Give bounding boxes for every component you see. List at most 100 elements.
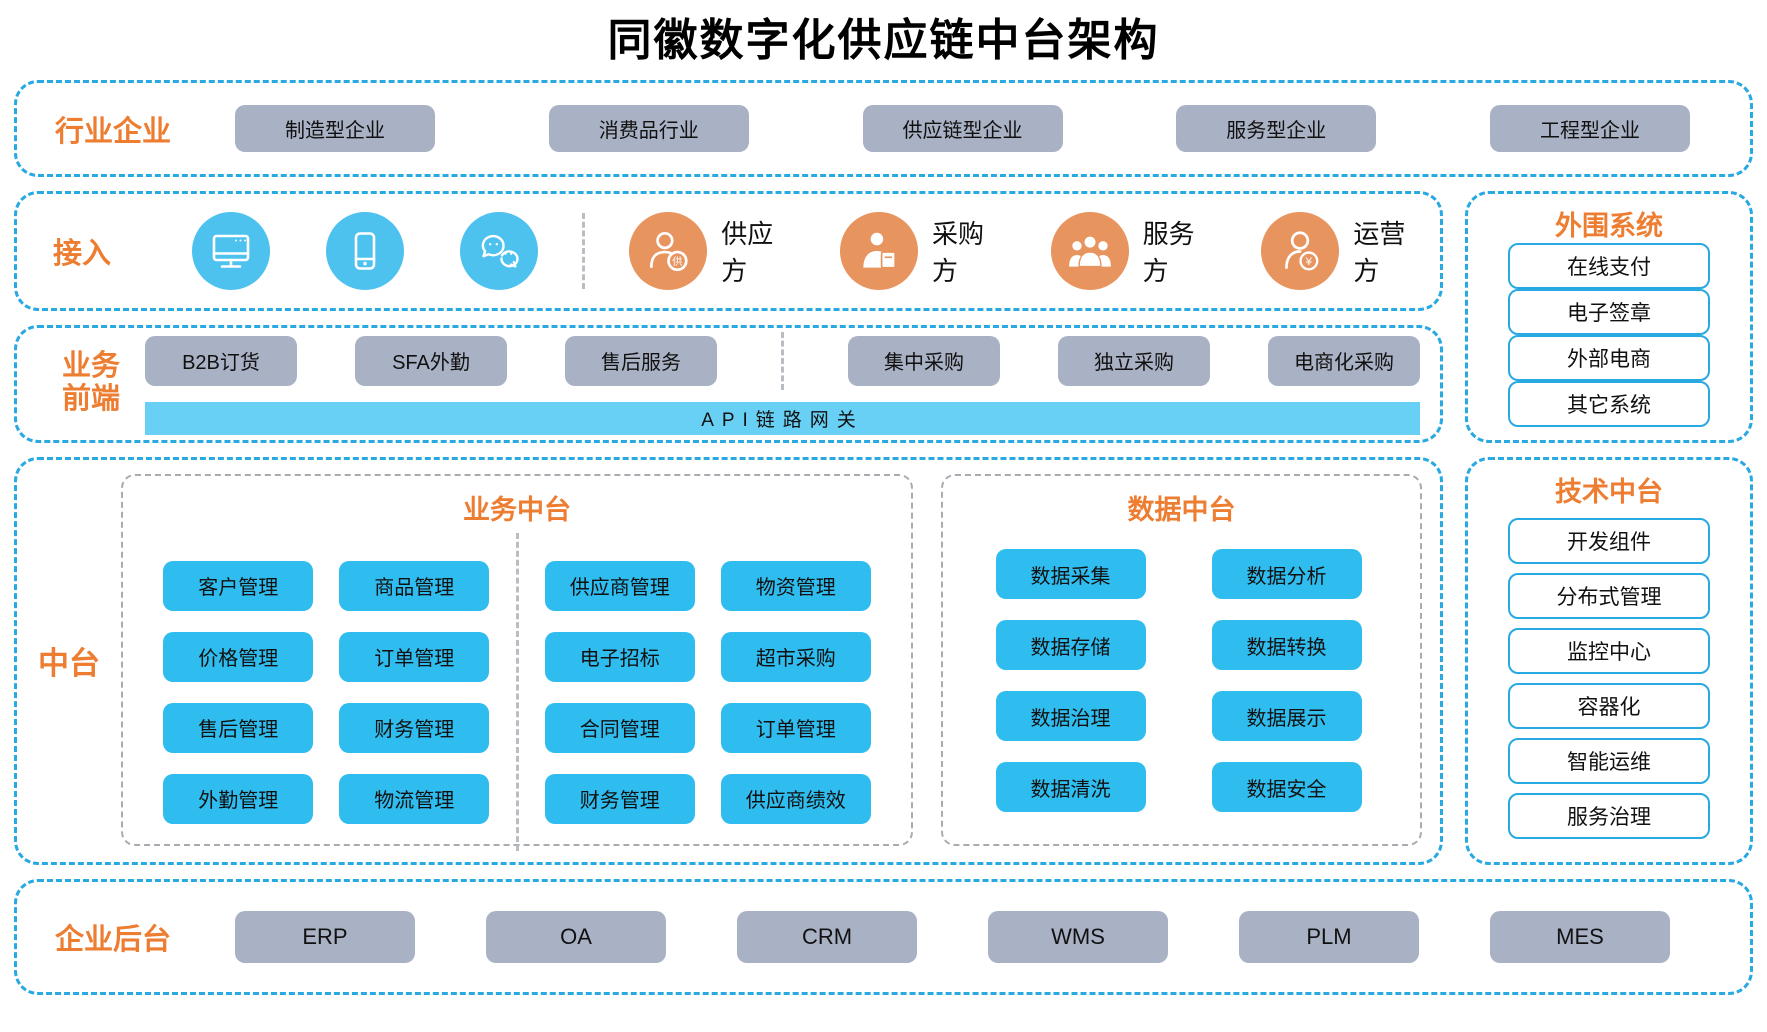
smartphone-icon: [341, 227, 389, 275]
biz-item-order-mgmt: 订单管理: [339, 631, 490, 682]
biz-item-product-mgmt: 商品管理: [339, 560, 490, 611]
data-item-cleansing: 数据清洗: [995, 762, 1146, 812]
access-section-label: 接入: [53, 238, 112, 270]
business-grid-divider: [515, 533, 519, 851]
data-item-storage: 数据存储: [995, 620, 1146, 670]
business-platform-panel: 业务中台 客户管理 商品管理 价格管理 订单管理 售后管理 财务管理 外勤管理 …: [121, 474, 913, 851]
frontend-label-line1: 业务: [61, 349, 120, 382]
backend-item-wms: WMS: [988, 911, 1168, 963]
biz-item-supermarket-procurement: 超市采购: [720, 631, 871, 682]
peripheral-item-e-signature: 电子签章: [1508, 289, 1710, 335]
diagram-layout: 行业企业 制造型企业 消费品行业 供应链型企业 服务型企业 工程型企业 接入: [14, 80, 1753, 995]
backend-items: ERP OA CRM WMS PLM MES: [235, 911, 1670, 963]
frontend-content: B2B订货 SFA外勤 售后服务 集中采购 独立采购 电商化采购 API链路网关: [145, 331, 1420, 435]
operator-icon: ¥: [1261, 212, 1340, 290]
backend-item-mes: MES: [1490, 911, 1670, 963]
data-platform-body: 数据采集 数据分析 数据存储 数据转换 数据治理 数据展示 数据清洗 数据安全: [959, 533, 1404, 828]
peripheral-item-external-ecommerce: 外部电商: [1508, 335, 1710, 381]
mobile-channel: [326, 212, 405, 290]
page-title: 同徽数字化供应链中台架构: [607, 16, 1160, 65]
biz-item-logistics-mgmt: 物流管理: [339, 773, 490, 824]
data-item-governance: 数据治理: [995, 691, 1146, 741]
frontend-label-line2: 前端: [61, 383, 120, 415]
backend-section: 企业后台 ERP OA CRM WMS PLM MES: [14, 879, 1753, 995]
buyer-icon: [839, 212, 918, 290]
tech-item-service-governance: 服务治理: [1508, 793, 1710, 839]
middle-panels: 业务中台 客户管理 商品管理 价格管理 订单管理 售后管理 财务管理 外勤管理 …: [121, 474, 1422, 851]
biz-item-customer-mgmt: 客户管理: [163, 560, 314, 611]
biz-item-supplier-mgmt: 供应商管理: [544, 560, 695, 611]
tech-items: 开发组件 分布式管理 监控中心 容器化 智能运维 服务治理: [1508, 509, 1710, 848]
wechat-icon: [475, 227, 523, 275]
data-item-visualization: 数据展示: [1211, 691, 1362, 741]
access-section: 接入: [14, 191, 1443, 311]
tech-item-monitoring-center: 监控中心: [1508, 628, 1710, 674]
backend-item-plm: PLM: [1239, 911, 1419, 963]
access-roles: 供 供应方 采购方: [629, 212, 1430, 290]
middle-platform-section: 中台 业务中台 客户管理 商品管理 价格管理 订单管理 售后管理 财务管理 外勤…: [14, 457, 1443, 865]
biz-item-supplier-performance: 供应商绩效: [720, 773, 871, 824]
data-item-transformation: 数据转换: [1211, 620, 1362, 670]
access-divider: [582, 213, 586, 289]
data-item-security: 数据安全: [1211, 762, 1362, 812]
operator-badge-text: ¥: [1305, 256, 1313, 268]
business-left-grid: 客户管理 商品管理 价格管理 订单管理 售后管理 财务管理 外勤管理 物流管理: [163, 560, 490, 824]
peripheral-panel-title: 外围系统: [1555, 211, 1663, 241]
data-item-collection: 数据采集: [995, 549, 1146, 599]
tech-platform-panel: 技术中台 开发组件 分布式管理 监控中心 容器化 智能运维 服务治理: [1465, 457, 1753, 865]
biz-item-field-mgmt: 外勤管理: [163, 773, 314, 824]
backend-item-erp: ERP: [235, 911, 415, 963]
role-operator: ¥ 运营方: [1261, 212, 1430, 290]
api-gateway-bar: API链路网关: [145, 401, 1420, 435]
tech-item-distributed-mgmt: 分布式管理: [1508, 573, 1710, 619]
role-service: 服务方: [1050, 212, 1220, 290]
role-supplier-label: 供应方: [721, 219, 774, 286]
frontend-section-label: 业务 前端: [45, 350, 137, 417]
industry-section: 行业企业 制造型企业 消费品行业 供应链型企业 服务型企业 工程型企业: [14, 80, 1753, 177]
biz-item-contract-mgmt: 合同管理: [544, 702, 695, 753]
frontend-item-centralized-procurement: 集中采购: [848, 335, 1000, 386]
frontend-divider: [781, 331, 784, 390]
role-operator-label: 运营方: [1353, 219, 1406, 286]
biz-item-material-mgmt: 物资管理: [720, 560, 871, 611]
biz-item-finance-mgmt-2: 财务管理: [544, 773, 695, 824]
peripheral-systems-panel: 外围系统 在线支付 电子签章 外部电商 其它系统: [1465, 191, 1753, 443]
frontend-item-independent-procurement: 独立采购: [1058, 335, 1210, 386]
desktop-monitor-icon: [207, 227, 255, 275]
frontend-item-ecommerce-procurement: 电商化采购: [1268, 335, 1420, 386]
role-service-label: 服务方: [1142, 219, 1195, 286]
peripheral-item-online-payment: 在线支付: [1508, 243, 1710, 289]
biz-item-finance-mgmt: 财务管理: [339, 702, 490, 753]
biz-item-e-tendering: 电子招标: [544, 631, 695, 682]
frontend-items: B2B订货 SFA外勤 售后服务 集中采购 独立采购 电商化采购: [145, 331, 1420, 390]
business-right-grid: 供应商管理 物资管理 电子招标 超市采购 合同管理 订单管理 财务管理 供应商绩…: [544, 560, 871, 824]
role-buyer: 采购方: [839, 212, 1009, 290]
industry-items: 制造型企业 消费品行业 供应链型企业 服务型企业 工程型企业: [235, 105, 1690, 152]
peripheral-items: 在线支付 电子签章 外部电商 其它系统: [1508, 243, 1710, 427]
industry-section-label: 行业企业: [55, 115, 172, 148]
backend-section-label: 企业后台: [55, 924, 172, 956]
business-platform-body: 客户管理 商品管理 价格管理 订单管理 售后管理 财务管理 外勤管理 物流管理 …: [139, 533, 895, 851]
access-channels: [192, 212, 539, 290]
backend-item-crm: CRM: [737, 911, 917, 963]
data-platform-title: 数据中台: [1127, 495, 1236, 525]
tech-item-intelligent-ops: 智能运维: [1508, 738, 1710, 784]
tech-panel-title: 技术中台: [1555, 477, 1663, 507]
peripheral-item-other-systems: 其它系统: [1508, 381, 1710, 427]
middle-platform-label: 中台: [38, 645, 100, 681]
industry-item-engineering: 工程型企业: [1490, 105, 1690, 152]
supplier-badge-text: 供: [672, 255, 682, 268]
frontend-section: 业务 前端 B2B订货 SFA外勤 售后服务 集中采购 独立采购 电商化采购 A…: [14, 325, 1443, 443]
role-buyer-label: 采购方: [931, 219, 984, 286]
supplier-icon: 供: [629, 212, 708, 290]
frontend-item-b2b-ordering: B2B订货: [145, 335, 297, 386]
data-item-analysis: 数据分析: [1211, 549, 1362, 599]
biz-item-price-mgmt: 价格管理: [163, 631, 314, 682]
business-platform-title: 业务中台: [463, 495, 571, 525]
role-supplier: 供 供应方: [629, 212, 798, 290]
team-icon: [1050, 212, 1129, 290]
data-platform-panel: 数据中台 数据采集 数据分析 数据存储 数据转换 数据治理 数据展示 数据清洗 …: [941, 474, 1422, 846]
data-grid: 数据采集 数据分析 数据存储 数据转换 数据治理 数据展示 数据清洗 数据安全: [995, 549, 1368, 812]
biz-item-order-mgmt-2: 订单管理: [720, 702, 871, 753]
